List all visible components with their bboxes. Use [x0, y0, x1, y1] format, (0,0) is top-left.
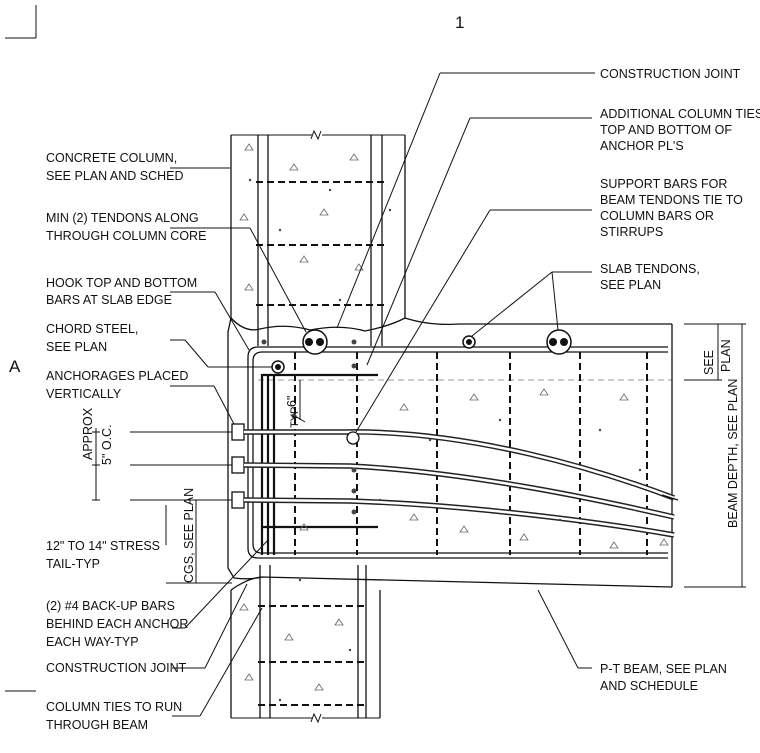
note-construction-joint-top: CONSTRUCTION JOINT — [336, 67, 741, 329]
note-slab-tendons-line-2: SEE PLAN — [600, 278, 661, 292]
note-min-tendons-line-1: MIN (2) TENDONS ALONG — [46, 211, 199, 225]
note-anchorages-line-1: ANCHORAGES PLACED — [46, 369, 188, 383]
note-chord-steel-line-1: CHORD STEEL, — [46, 322, 138, 336]
note-additional-ties-line-3: ANCHOR PL'S — [600, 139, 684, 153]
note-pt-beam-line-2: AND SCHEDULE — [600, 679, 698, 693]
note-construction-joint-bottom-text: CONSTRUCTION JOINT — [46, 661, 187, 675]
grid-number-label: 1 — [455, 13, 464, 32]
column-ties — [256, 181, 384, 706]
note-min-tendons: MIN (2) TENDONS ALONG THROUGH COLUMN COR… — [46, 211, 307, 333]
cgs-dimension — [165, 500, 232, 584]
beam-hooked-bars — [247, 346, 668, 559]
note-additional-ties-line-1: ADDITIONAL COLUMN TIES — [600, 107, 760, 121]
typ-label: TYP — [289, 407, 301, 428]
note-backup-bars-line-3: EACH WAY-TYP — [46, 635, 139, 649]
note-pt-beam: P-T BEAM, SEE PLAN AND SCHEDULE — [537, 589, 727, 693]
note-hook-bars-line-1: HOOK TOP AND BOTTOM — [46, 276, 197, 290]
note-construction-joint-bottom: CONSTRUCTION JOINT — [46, 583, 248, 675]
note-backup-bars: (2) #4 BACK-UP BARS BEHIND EACH ANCHOR E… — [46, 539, 269, 649]
note-concrete-column-line-2: SEE PLAN AND SCHED — [46, 169, 184, 183]
note-concrete-column: CONCRETE COLUMN, SEE PLAN AND SCHED — [46, 151, 230, 183]
note-concrete-column-line-1: CONCRETE COLUMN, — [46, 151, 177, 165]
note-chord-steel: CHORD STEEL, SEE PLAN — [46, 322, 272, 368]
support-bar — [346, 431, 360, 445]
note-additional-ties: ADDITIONAL COLUMN TIES TOP AND BOTTOM OF… — [366, 107, 760, 366]
note-hook-bars: HOOK TOP AND BOTTOM BARS AT SLAB EDGE — [46, 276, 250, 351]
beam-depth-label: BEAM DEPTH, SEE PLAN — [726, 379, 740, 528]
note-support-bars: SUPPORT BARS FOR BEAM TENDONS TIE TO COL… — [355, 177, 743, 433]
note-backup-bars-line-1: (2) #4 BACK-UP BARS — [46, 599, 175, 613]
note-chord-steel-line-2: SEE PLAN — [46, 340, 107, 354]
chord-steel-bar — [271, 360, 285, 374]
note-support-bars-line-1: SUPPORT BARS FOR — [600, 177, 727, 191]
sheet-corner-marks — [5, 5, 37, 692]
slab-tendon-sections — [302, 329, 572, 355]
approx-label: APPROX — [81, 407, 95, 460]
spacing-label: 5" O.C. — [100, 424, 114, 465]
additional-ties — [262, 373, 378, 529]
note-pt-beam-line-1: P-T BEAM, SEE PLAN — [600, 662, 727, 676]
note-column-ties: COLUMN TIES TO RUN THROUGH BEAM — [46, 607, 263, 732]
see-plan-dimension — [684, 323, 746, 381]
note-stress-tail: 12" TO 14" STRESS TAIL-TYP — [46, 539, 160, 571]
six-inch-dimension — [294, 380, 306, 423]
note-stress-tail-line-1: 12" TO 14" STRESS — [46, 539, 160, 553]
note-anchorages: ANCHORAGES PLACED VERTICALLY — [46, 369, 235, 425]
concrete-specks — [248, 178, 642, 702]
note-slab-tendons-line-1: SLAB TENDONS, — [600, 262, 700, 276]
note-anchorages-line-2: VERTICALLY — [46, 387, 122, 401]
note-min-tendons-line-2: THROUGH COLUMN CORE — [46, 229, 206, 243]
note-column-ties-line-1: COLUMN TIES TO RUN — [46, 700, 182, 714]
note-construction-joint-top-text: CONSTRUCTION JOINT — [600, 67, 741, 81]
note-hook-bars-line-2: BARS AT SLAB EDGE — [46, 293, 172, 307]
note-support-bars-line-2: BEAM TENDONS TIE TO — [600, 193, 743, 207]
note-support-bars-line-4: STIRRUPS — [600, 225, 663, 239]
cgs-label: CGS, SEE PLAN — [182, 488, 196, 583]
six-inch-label: 6" — [285, 396, 299, 407]
tendon-spacing-dimension — [92, 428, 100, 501]
bar-dots — [261, 339, 357, 515]
note-backup-bars-line-2: BEHIND EACH ANCHOR — [46, 617, 188, 631]
column-vertical-bars — [257, 135, 383, 718]
beam-depth-dimension — [684, 324, 746, 588]
plan-label: PLAN — [719, 339, 733, 372]
note-slab-tendons: SLAB TENDONS, SEE PLAN — [471, 262, 700, 337]
note-stress-tail-line-2: TAIL-TYP — [46, 557, 100, 571]
see-label: SEE — [702, 350, 716, 375]
grid-letter-label: A — [9, 357, 21, 376]
beam-tendons — [130, 429, 679, 538]
concrete-outline — [227, 129, 673, 724]
note-column-ties-line-2: THROUGH BEAM — [46, 718, 148, 732]
concrete-hatch — [239, 143, 669, 691]
note-support-bars-line-3: COLUMN BARS OR — [600, 209, 714, 223]
note-additional-ties-line-2: TOP AND BOTTOM OF — [600, 123, 732, 137]
